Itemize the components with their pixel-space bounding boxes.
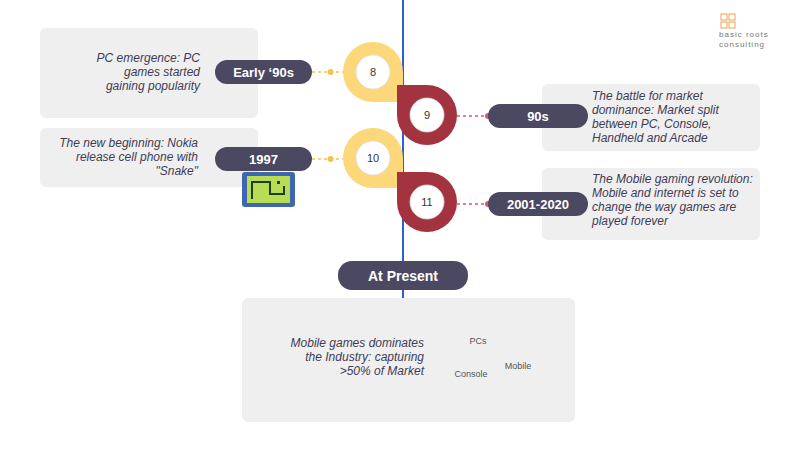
step-number: 11 xyxy=(421,196,432,208)
dashed-connector xyxy=(312,158,343,160)
section-pill: At Present xyxy=(338,261,468,290)
label-holder: Console xyxy=(454,369,487,380)
marker-outline xyxy=(343,42,403,102)
label-holder: basic roots consulting xyxy=(719,30,785,49)
timeline-spine xyxy=(402,0,404,300)
event-text: PC emergence: PC games started gaining p… xyxy=(88,28,200,93)
connector-dot xyxy=(328,69,334,75)
label-holder: Mobile xyxy=(505,361,532,372)
event-text: The Mobile gaming revolution: Mobile and… xyxy=(592,168,755,228)
date-label: 1997 xyxy=(249,152,278,167)
marker-outline xyxy=(397,85,457,145)
date-pill: Early ‘90s xyxy=(215,60,312,84)
label-holder: PCs xyxy=(469,336,486,347)
pie-label: Console xyxy=(454,369,487,380)
event-text: Mobile games dominates the Industry: cap… xyxy=(282,298,424,378)
step-number: 8 xyxy=(370,66,376,78)
summary-panel: Mobile games dominates the Industry: cap… xyxy=(242,298,575,422)
step-marker: 9 xyxy=(397,85,457,145)
marker-inner xyxy=(410,98,444,132)
marker-inner xyxy=(410,185,444,219)
step-marker: 8 xyxy=(343,42,403,102)
step-marker: 11 xyxy=(397,172,457,232)
date-label: 2001-2020 xyxy=(507,197,569,212)
dashed-connector xyxy=(457,115,488,117)
step-marker: 10 xyxy=(343,128,403,188)
date-label: At Present xyxy=(368,268,438,284)
date-pill: 1997 xyxy=(215,147,312,171)
pie-label: PCs xyxy=(469,336,486,347)
logo-text: basic roots consulting xyxy=(719,30,785,49)
marker-outline xyxy=(397,172,457,232)
date-pill: 90s xyxy=(488,104,588,128)
event-text: The battle for market dominance: Market … xyxy=(592,84,755,145)
step-number: 9 xyxy=(424,109,430,121)
date-label: 90s xyxy=(527,109,549,124)
date-label: Early ‘90s xyxy=(233,65,294,80)
dashed-connector xyxy=(457,203,488,205)
marker-outline xyxy=(343,128,403,188)
date-pill: 2001-2020 xyxy=(488,192,588,216)
dashed-connector xyxy=(312,71,343,73)
marker-inner xyxy=(356,141,390,175)
event-text: The new beginning: Nokia release cell ph… xyxy=(48,128,198,178)
company-logo xyxy=(721,14,735,28)
pie-label: Mobile xyxy=(505,361,532,372)
connector-dot xyxy=(328,156,334,162)
marker-inner xyxy=(356,55,390,89)
step-number: 10 xyxy=(367,152,379,164)
